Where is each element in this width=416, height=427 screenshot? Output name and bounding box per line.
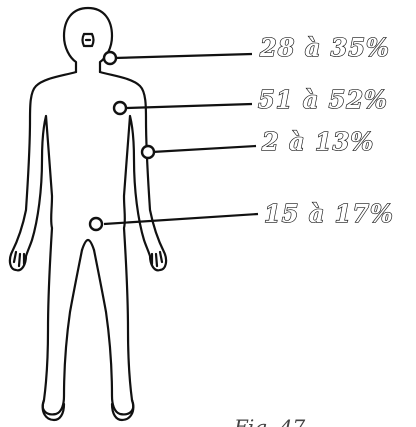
- neck-label: 28 à 35%: [259, 33, 390, 62]
- right-hand-fingers: [152, 252, 162, 266]
- upper-arm-marker: [114, 102, 126, 114]
- elbow-label: 2 à 13%: [261, 127, 374, 156]
- crotch-outline: [82, 240, 94, 250]
- elbow-leader-line: [152, 146, 256, 152]
- left-side-outline: [10, 72, 82, 414]
- neck-leader-line: [114, 54, 252, 58]
- right-side-outline: [94, 72, 166, 414]
- abdomen-marker: [90, 218, 102, 230]
- human-body-outline: [10, 8, 166, 420]
- neck-marker: [104, 52, 116, 64]
- abdomen-leader-line: [104, 214, 258, 224]
- left-hand-fingers: [14, 252, 24, 266]
- figure-caption: Fig. 47: [233, 415, 306, 427]
- face-detail: [83, 34, 94, 46]
- abdomen-label: 15 à 17%: [264, 199, 394, 228]
- upper-arm-label: 51 à 52%: [258, 85, 388, 114]
- elbow-marker: [142, 146, 154, 158]
